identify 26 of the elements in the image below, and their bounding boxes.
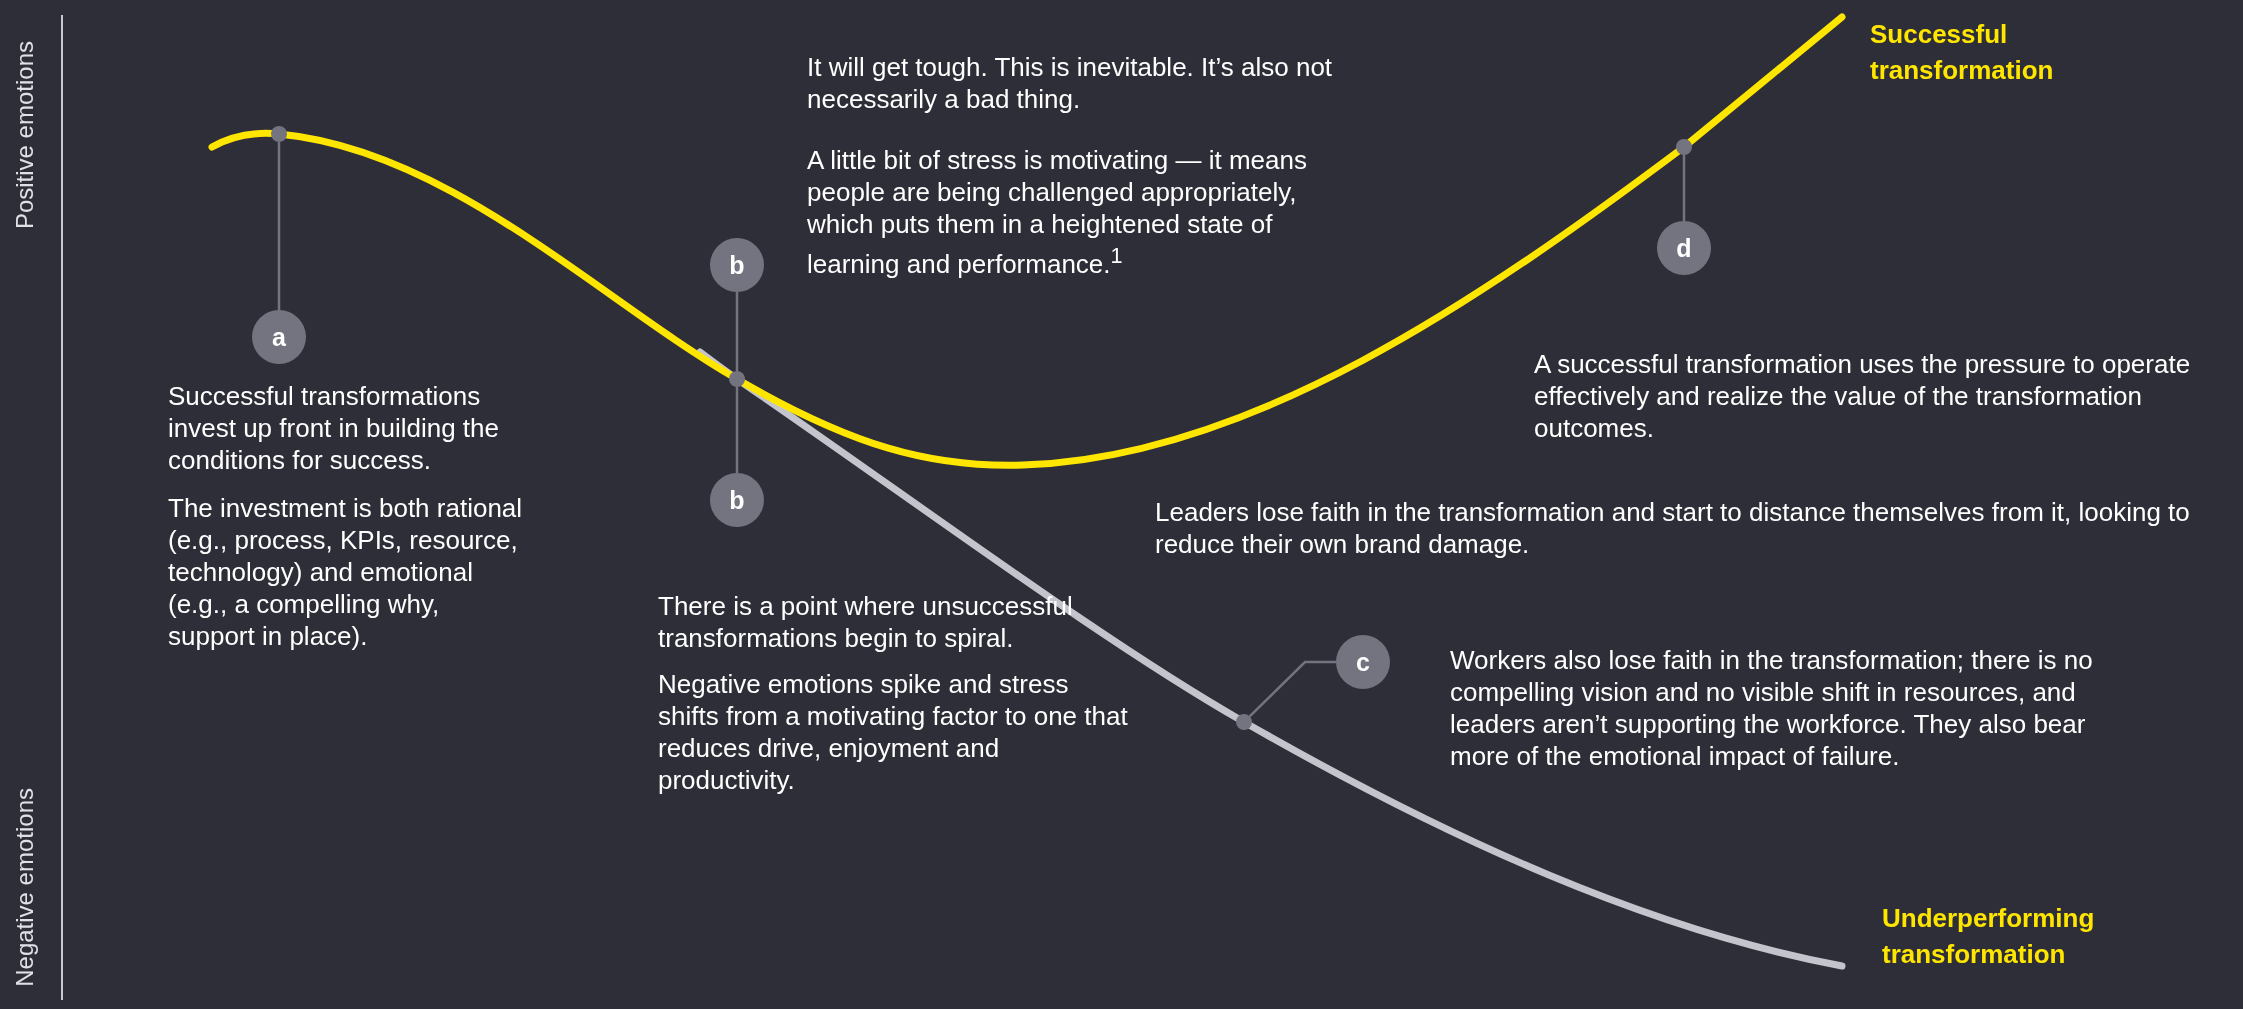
curve-point [729, 371, 745, 387]
curve-label: Successful transformation [1870, 18, 2055, 87]
callout-letter: c [1336, 635, 1390, 689]
annotation-text: A little bit of stress is motivating — it means people are being challenged appropriately, which puts them in a heightened state of learning and performance.$^{1}$ [807, 144, 1308, 280]
annotation-text: Leaders lose faith in the transformation and start to distance themselves from it, looking to reduce their own brand damage. [1155, 496, 2191, 560]
annotation-text: It will get tough. This is inevitable. It’s also not necessarily a bad thing. [807, 51, 1334, 115]
callout-letter: b [710, 238, 764, 292]
curve-label: Underperforming transformation [1882, 902, 2096, 971]
annotation-text: A successful transformation uses the pressure to operate effectively and realize the value of the transformation outcomes. [1534, 348, 2192, 444]
annotation-text: Successful transformations invest up front in building the conditions for success. [168, 380, 500, 476]
leader-line [1682, 155, 1686, 221]
annotation-text: Workers also lose faith in the transformation; there is no compelling vision and no visible shift in resources, and leaders aren’t supporting the workforce. They also bear more of the emotional impact of failure. [1450, 644, 2094, 772]
curve-point [271, 126, 287, 142]
axis-label: Negative emotions [10, 787, 39, 987]
callout-letter: a [252, 310, 306, 364]
annotation-text: The investment is both rational (e.g., process, KPIs, resource, technology) and emotional (e.g., a compelling why, support in place). [168, 492, 524, 652]
leader-line [277, 142, 281, 310]
leader-line [735, 387, 739, 473]
leader-line [735, 292, 739, 371]
callout-letter: b [710, 473, 764, 527]
annotation-text: Negative emotions spike and stress shifts from a motivating factor to one that reduces drive, enjoyment and productivity. [658, 668, 1128, 796]
axis-label: Positive emotions [10, 41, 39, 230]
leader-line [1248, 660, 1336, 718]
callout-letter: d [1657, 221, 1711, 275]
curve-point [1676, 139, 1692, 155]
curve-point [1236, 714, 1252, 730]
